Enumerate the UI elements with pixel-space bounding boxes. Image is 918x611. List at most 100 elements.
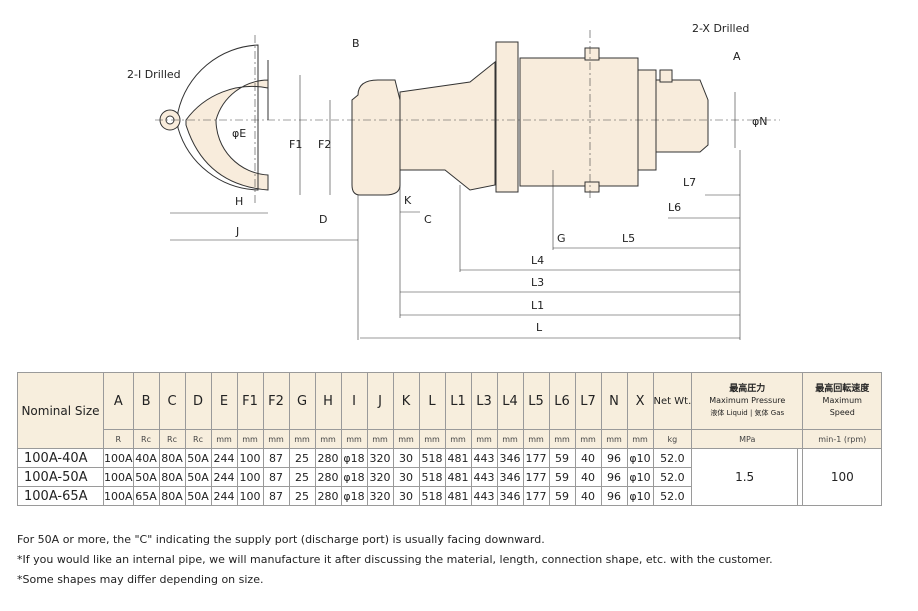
table-cell: φ18 (340, 467, 368, 487)
speed-header-jp: 最高回転速度 (815, 384, 870, 394)
unit-cell: mm (548, 429, 576, 449)
table-cell: 443 (470, 467, 498, 487)
col-header-n: N (600, 372, 628, 430)
note-1: For 50A or more, the "C" indicating the … (17, 533, 545, 546)
table-cell: 96 (600, 467, 628, 487)
pressure-header: 最高圧力 Maximum Pressure 液体 Liquid | 気体 Gas (691, 372, 804, 430)
unit-cell: R (103, 429, 134, 449)
table-cell: 50A (184, 448, 212, 468)
table-cell: 80A (158, 486, 186, 506)
table-cell: 59 (548, 448, 576, 468)
table-cell: 320 (366, 486, 394, 506)
table-cell: φ10 (626, 486, 654, 506)
unit-cell: mm (236, 429, 264, 449)
table-cell: 40 (574, 448, 602, 468)
col-header-k: K (392, 372, 420, 430)
table-cell: 100A (103, 467, 134, 487)
label-l3: L3 (531, 276, 544, 289)
table-cell: 30 (392, 467, 420, 487)
label-c: C (424, 213, 432, 226)
table-cell: 80A (158, 467, 186, 487)
table-cell: 100A (103, 486, 134, 506)
table-cell: φ10 (626, 467, 654, 487)
table-cell: 59 (548, 467, 576, 487)
main-body (519, 57, 639, 187)
unit-cell: mm (626, 429, 654, 449)
table-cell: 244 (210, 486, 238, 506)
unit-cell: mm (314, 429, 342, 449)
label-n: φN (752, 115, 768, 128)
col-header-g: G (288, 372, 316, 430)
table-cell: 96 (600, 486, 628, 506)
table-cell: 100 (236, 467, 264, 487)
unit-cell: mm (470, 429, 498, 449)
label-l1: L1 (531, 299, 544, 312)
pressure-unit: MPa (691, 429, 804, 449)
table-cell: φ18 (340, 486, 368, 506)
table-cell: 280 (314, 467, 342, 487)
label-e: φE (232, 127, 246, 140)
table-cell: 443 (470, 448, 498, 468)
table-cell: 100 (236, 486, 264, 506)
col-header-x: X (626, 372, 654, 430)
label-l5: L5 (622, 232, 635, 245)
table-cell: 96 (600, 448, 628, 468)
table-cell: 346 (496, 486, 524, 506)
net-wt-header: Net Wt. (652, 372, 693, 430)
nominal-size-cell: 100A-65A (17, 486, 104, 506)
label-l6: L6 (668, 201, 681, 214)
label-a: A (733, 50, 741, 63)
col-header-l1: L1 (444, 372, 472, 430)
label-j: J (235, 225, 239, 238)
pressure-gas-label: 気体 Gas (754, 409, 785, 417)
table-cell: 481 (444, 448, 472, 468)
unit-cell: mm (210, 429, 238, 449)
label-b: B (352, 37, 360, 50)
threaded-end (655, 79, 709, 153)
col-header-f2: F2 (262, 372, 290, 430)
unit-cell: mm (574, 429, 602, 449)
table-cell: 65A (132, 486, 160, 506)
table-cell: 87 (262, 467, 290, 487)
label-l7: L7 (683, 176, 696, 189)
table-cell: 346 (496, 467, 524, 487)
col-header-l5: L5 (522, 372, 550, 430)
table-cell: 50A (132, 467, 160, 487)
unit-cell: mm (418, 429, 446, 449)
net-wt-cell: 52.0 (652, 486, 693, 506)
unit-cell: Rc (184, 429, 212, 449)
pressure-header-jp: 最高圧力 (729, 384, 766, 394)
nominal-size-header: Nominal Size (17, 372, 104, 449)
label-f2: F2 (318, 138, 331, 151)
col-header-i: I (340, 372, 368, 430)
note-3: *Some shapes may differ depending on siz… (17, 573, 264, 586)
table-cell: φ10 (626, 448, 654, 468)
label-2-i-drilled: 2-I Drilled (127, 68, 181, 81)
pressure-header-en: Maximum Pressure (709, 396, 786, 405)
table-cell: 25 (288, 467, 316, 487)
pressure-gas-value (796, 448, 804, 506)
table-cell: 59 (548, 486, 576, 506)
unit-cell: Rc (158, 429, 186, 449)
nominal-size-cell: 100A-50A (17, 467, 104, 487)
col-header-l7: L7 (574, 372, 602, 430)
unit-cell: mm (496, 429, 524, 449)
label-l4: L4 (531, 254, 544, 267)
col-header-b: B (132, 372, 160, 430)
label-l: L (536, 321, 543, 334)
col-header-j: J (366, 372, 394, 430)
flange (495, 41, 519, 193)
col-header-d: D (184, 372, 212, 430)
net-wt-unit: kg (652, 429, 693, 449)
label-k: K (404, 194, 412, 207)
nominal-size-cell: 100A-40A (17, 448, 104, 468)
speed-header-en-2: Speed (829, 408, 855, 417)
table-cell: 25 (288, 486, 316, 506)
unit-cell: mm (600, 429, 628, 449)
elbow-body (351, 79, 401, 196)
label-d: D (319, 213, 327, 226)
speed-header-en-1: Maximum (822, 396, 862, 405)
